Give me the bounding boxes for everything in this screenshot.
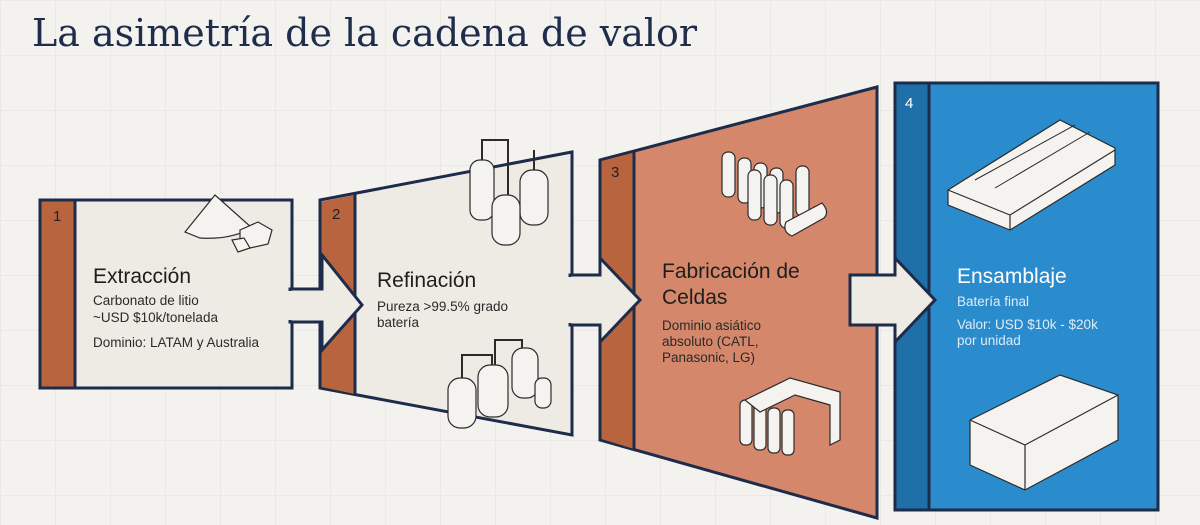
flow-arrow (288, 250, 364, 354)
page-title: La asimetría de la cadena de valor (32, 11, 698, 55)
flow-arrow (568, 254, 643, 346)
stage-number: 2 (332, 206, 340, 223)
stage-fabricacion-celdas: 3 Fabricación de Celdas Dominio asiático… (566, 85, 879, 520)
battery-pack-icon (947, 119, 1119, 491)
stage-subtitle: Batería final (957, 294, 1029, 309)
stage-line: Pureza >99.5% grado (377, 299, 508, 314)
stage-stripe (41, 201, 76, 387)
stage-title: Extracción (93, 265, 191, 288)
stage-line: absoluto (CATL, (662, 334, 759, 349)
stage-title: Refinación (377, 269, 476, 292)
battery-cells-icon (721, 151, 841, 456)
stage-ensamblaje: 4 Ensamblaje Batería final Valor: USD $1… (848, 81, 1160, 512)
stage-line: Carbonato de litio (93, 293, 199, 308)
stage-refinacion: 2 Refinación Pureza >99.5% grado batería (286, 139, 574, 437)
flow-arrow (848, 254, 938, 346)
stage-number: 3 (611, 164, 619, 181)
stage-line: por unidad (957, 333, 1021, 348)
stage-line: ~USD $10k/tonelada (93, 310, 218, 325)
refinery-tanks-icon (447, 139, 552, 429)
stage-note: Dominio: LATAM y Australia (93, 335, 260, 350)
stage-extraccion: 1 Extracción Carbonato de litio ~USD $10… (38, 194, 294, 390)
stage-number: 4 (905, 95, 913, 112)
stage-line: batería (377, 315, 420, 330)
stage-line: Panasonic, LG) (662, 350, 755, 365)
lithium-pile-icon (184, 194, 273, 253)
stage-title-line: Celdas (662, 286, 727, 309)
stage-line: Dominio asiático (662, 318, 761, 333)
stage-title-line: Fabricación de (662, 260, 800, 283)
stage-title: Ensamblaje (957, 265, 1067, 288)
stage-number: 1 (53, 208, 61, 225)
stage-line: Valor: USD $10k - $20k (957, 317, 1098, 332)
